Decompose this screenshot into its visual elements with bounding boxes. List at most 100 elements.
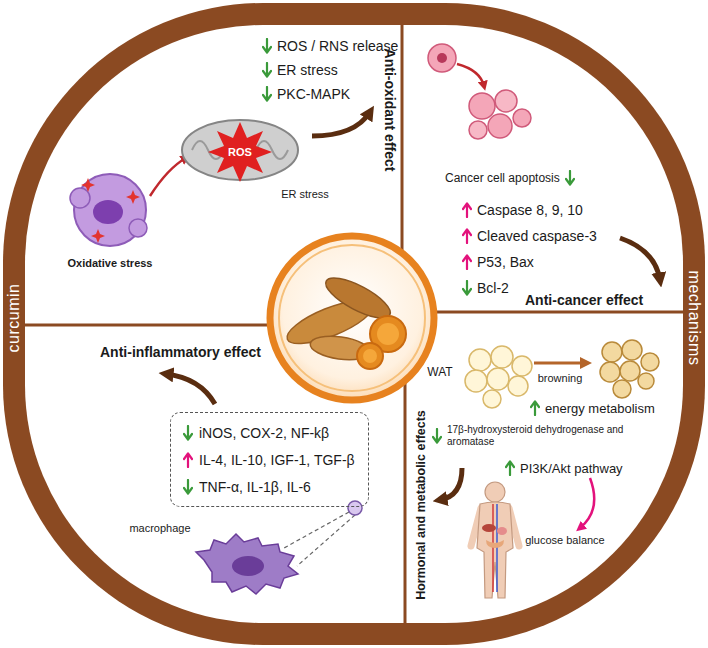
ring-title-wrap: curcumin <box>5 284 23 353</box>
effect-title: Oxidative stress <box>68 257 153 269</box>
cell-nucleus <box>93 200 123 224</box>
up-arrow <box>462 228 472 244</box>
apoptotic-body <box>488 114 512 138</box>
marker-label: Bcl-2 <box>462 280 509 296</box>
effect-title: Anti-inflammatory effect <box>100 344 261 360</box>
label-text: ER stress <box>281 188 329 200</box>
macrophage-cell <box>196 534 298 594</box>
marker-text: TNF-α, IL-1β, IL-6 <box>199 479 311 495</box>
effect-title: Anti-oxidant effect <box>382 49 398 172</box>
browning-arrow <box>534 362 586 365</box>
body-figure <box>477 502 513 598</box>
label-text: PI3K/Akt pathway <box>520 461 623 476</box>
down-arrow <box>432 428 442 444</box>
effect-arrow <box>312 112 370 136</box>
down-arrow <box>262 62 272 78</box>
cell-bulge <box>70 188 90 208</box>
up-arrow-stroke <box>506 462 514 476</box>
fat-cell <box>483 390 501 408</box>
beige-fat-cell <box>600 362 620 382</box>
beige-fat-cell <box>613 380 631 398</box>
down-arrow-stroke <box>184 426 192 440</box>
effect-title-text: ROS <box>228 146 252 158</box>
center-badge <box>270 236 434 400</box>
body-stomach <box>497 527 507 535</box>
marker-label: energy metabolism <box>530 400 655 416</box>
quadrant-divider <box>401 25 404 260</box>
up-arrow <box>462 254 472 270</box>
effect-arrow <box>440 468 462 500</box>
down-arrow <box>262 86 272 102</box>
effect-title: Hormonal and metabolic effects <box>414 410 428 600</box>
down-arrow-stroke <box>566 171 574 185</box>
marker-label: 17β-hydroxysteroid dehydrogenase and aro… <box>432 424 637 448</box>
down-arrow-stroke <box>463 281 471 295</box>
pink-arrow <box>580 478 594 528</box>
label-text: browning <box>538 372 583 384</box>
effect-title-text: Anti-inflammatory effect <box>100 344 261 360</box>
center-badge-inner <box>279 245 425 391</box>
up-arrow-stroke <box>184 453 192 467</box>
quadrant-divider <box>25 324 275 327</box>
label-text: energy metabolism <box>545 401 655 416</box>
marker-row: TNF-α, IL-1β, IL-6 <box>183 473 356 500</box>
beige-fat-cell <box>620 361 640 381</box>
label-text: WAT <box>427 365 452 379</box>
ros-burst <box>91 229 105 243</box>
down-arrow-stroke <box>184 480 192 494</box>
zoom-line <box>284 512 349 548</box>
marker-box: iNOS, COX-2, NF-kβIL-4, IL-10, IGF-1, TG… <box>170 412 369 507</box>
up-arrow-stroke <box>463 230 471 244</box>
figure-label: macrophage <box>129 522 190 534</box>
up-arrow <box>505 460 515 476</box>
body-artery <box>492 504 494 592</box>
up-arrow <box>462 202 472 218</box>
up-arrow-stroke <box>463 256 471 270</box>
effect-title-text: Oxidative stress <box>68 257 153 269</box>
up-arrow <box>183 452 193 468</box>
marker-label: PI3K/Akt pathway <box>505 460 623 476</box>
ros-star <box>208 122 272 182</box>
down-arrow-stroke <box>263 63 271 77</box>
effect-title-text: Hormonal and metabolic effects <box>414 410 428 600</box>
marker-label: PKC-MAPK <box>262 86 350 102</box>
fat-cell <box>491 346 513 368</box>
stressed-cell <box>74 174 146 246</box>
effect-title-text: Anti-oxidant effect <box>382 49 398 172</box>
label-text: ROS / RNS release <box>277 38 398 54</box>
ring-title: curcumin <box>5 284 23 353</box>
macrophage-nucleus <box>232 556 264 576</box>
marker-label: Cleaved caspase-3 <box>462 228 597 244</box>
marker-label: Cancer cell apoptosis <box>445 170 575 186</box>
apoptotic-body <box>495 90 517 112</box>
beige-fat-cell <box>622 340 642 360</box>
marker-label: ER stress <box>262 62 338 78</box>
label-text: ER stress <box>277 62 338 78</box>
figure-label: WAT <box>427 365 452 379</box>
label-text: Caspase 8, 9, 10 <box>477 202 583 218</box>
effect-title: ROS <box>228 146 252 158</box>
down-arrow-stroke <box>263 39 271 53</box>
cell-bulge <box>129 219 147 237</box>
figure-label: glucose balance <box>525 534 605 546</box>
ring-title-wrap: mechanisms <box>685 271 703 366</box>
down-arrow <box>183 479 193 495</box>
zoom-line <box>297 515 355 566</box>
fat-cell <box>508 376 528 396</box>
label-text: Bcl-2 <box>477 280 509 296</box>
label-text: 17β-hydroxysteroid dehydrogenase and aro… <box>447 424 637 448</box>
quadrant-divider <box>404 376 407 623</box>
label-text: macrophage <box>129 522 190 534</box>
fat-cell <box>465 370 487 392</box>
body-liver <box>482 524 496 532</box>
red-arrow <box>150 158 186 196</box>
label-text: Cleaved caspase-3 <box>477 228 597 244</box>
up-arrow-stroke <box>463 204 471 218</box>
down-arrow-stroke <box>263 87 271 101</box>
up-arrow <box>530 400 540 416</box>
figure-label: browning <box>538 372 583 384</box>
outer-ring <box>3 3 705 645</box>
cancer-cell-nucleus <box>437 53 447 63</box>
marker-row: IL-4, IL-10, IGF-1, TGF-β <box>183 446 356 473</box>
